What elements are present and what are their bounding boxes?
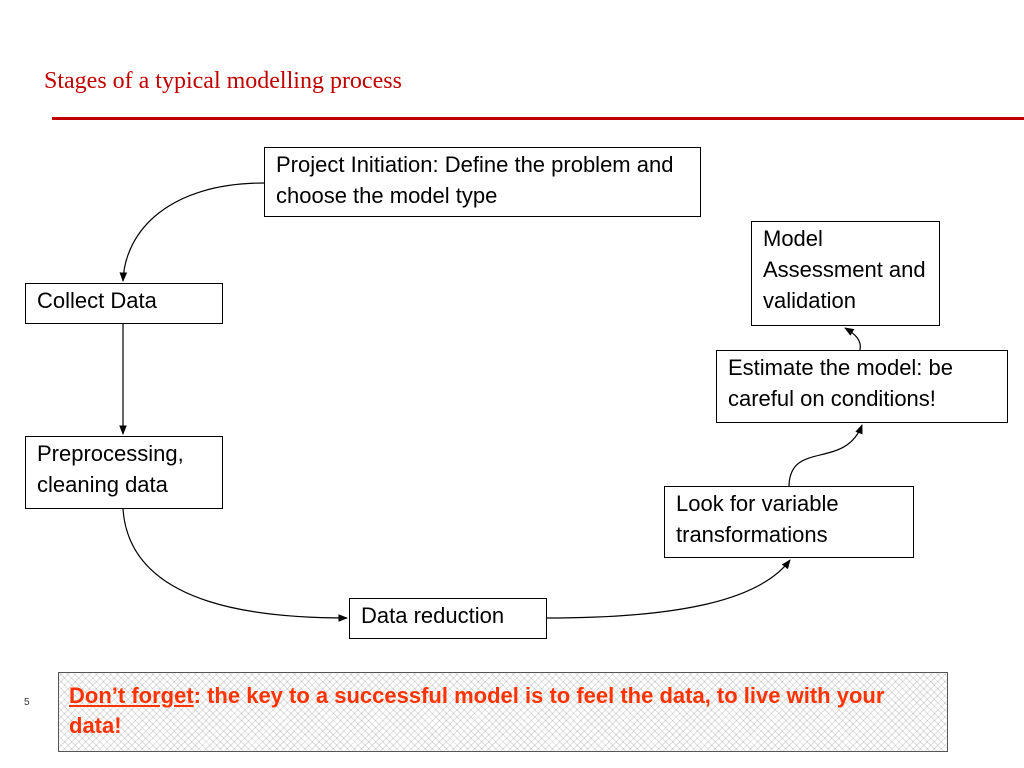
node-project-initiation: Project Initiation: Define the problem a… (264, 147, 701, 217)
reminder-emphasis: Don’t forget (69, 683, 194, 708)
node-collect-data: Collect Data (25, 283, 223, 324)
arrow-reduction-to-transformations (546, 559, 791, 619)
node-variable-transformations: Look for variable transformations (664, 486, 914, 558)
node-preprocessing: Preprocessing, cleaning data (25, 436, 223, 509)
node-data-reduction: Data reduction (349, 598, 547, 639)
node-model-assessment: Model Assessment and validation (751, 221, 940, 326)
arrow-transformations-to-estimate (788, 424, 863, 487)
node-estimate-model: Estimate the model: be careful on condit… (716, 350, 1008, 423)
slide-title: Stages of a typical modelling process (44, 68, 402, 94)
arrow-estimate-to-assessment (844, 327, 861, 351)
arrow-preprocessing-to-reduction (122, 508, 348, 622)
reminder-text: : the key to a successful model is to fe… (69, 683, 885, 738)
arrow-init-to-collect (119, 182, 265, 282)
reminder-note: Don’t forget: the key to a successful mo… (58, 672, 948, 752)
title-divider (52, 117, 1024, 120)
page-number: 5 (24, 697, 30, 708)
